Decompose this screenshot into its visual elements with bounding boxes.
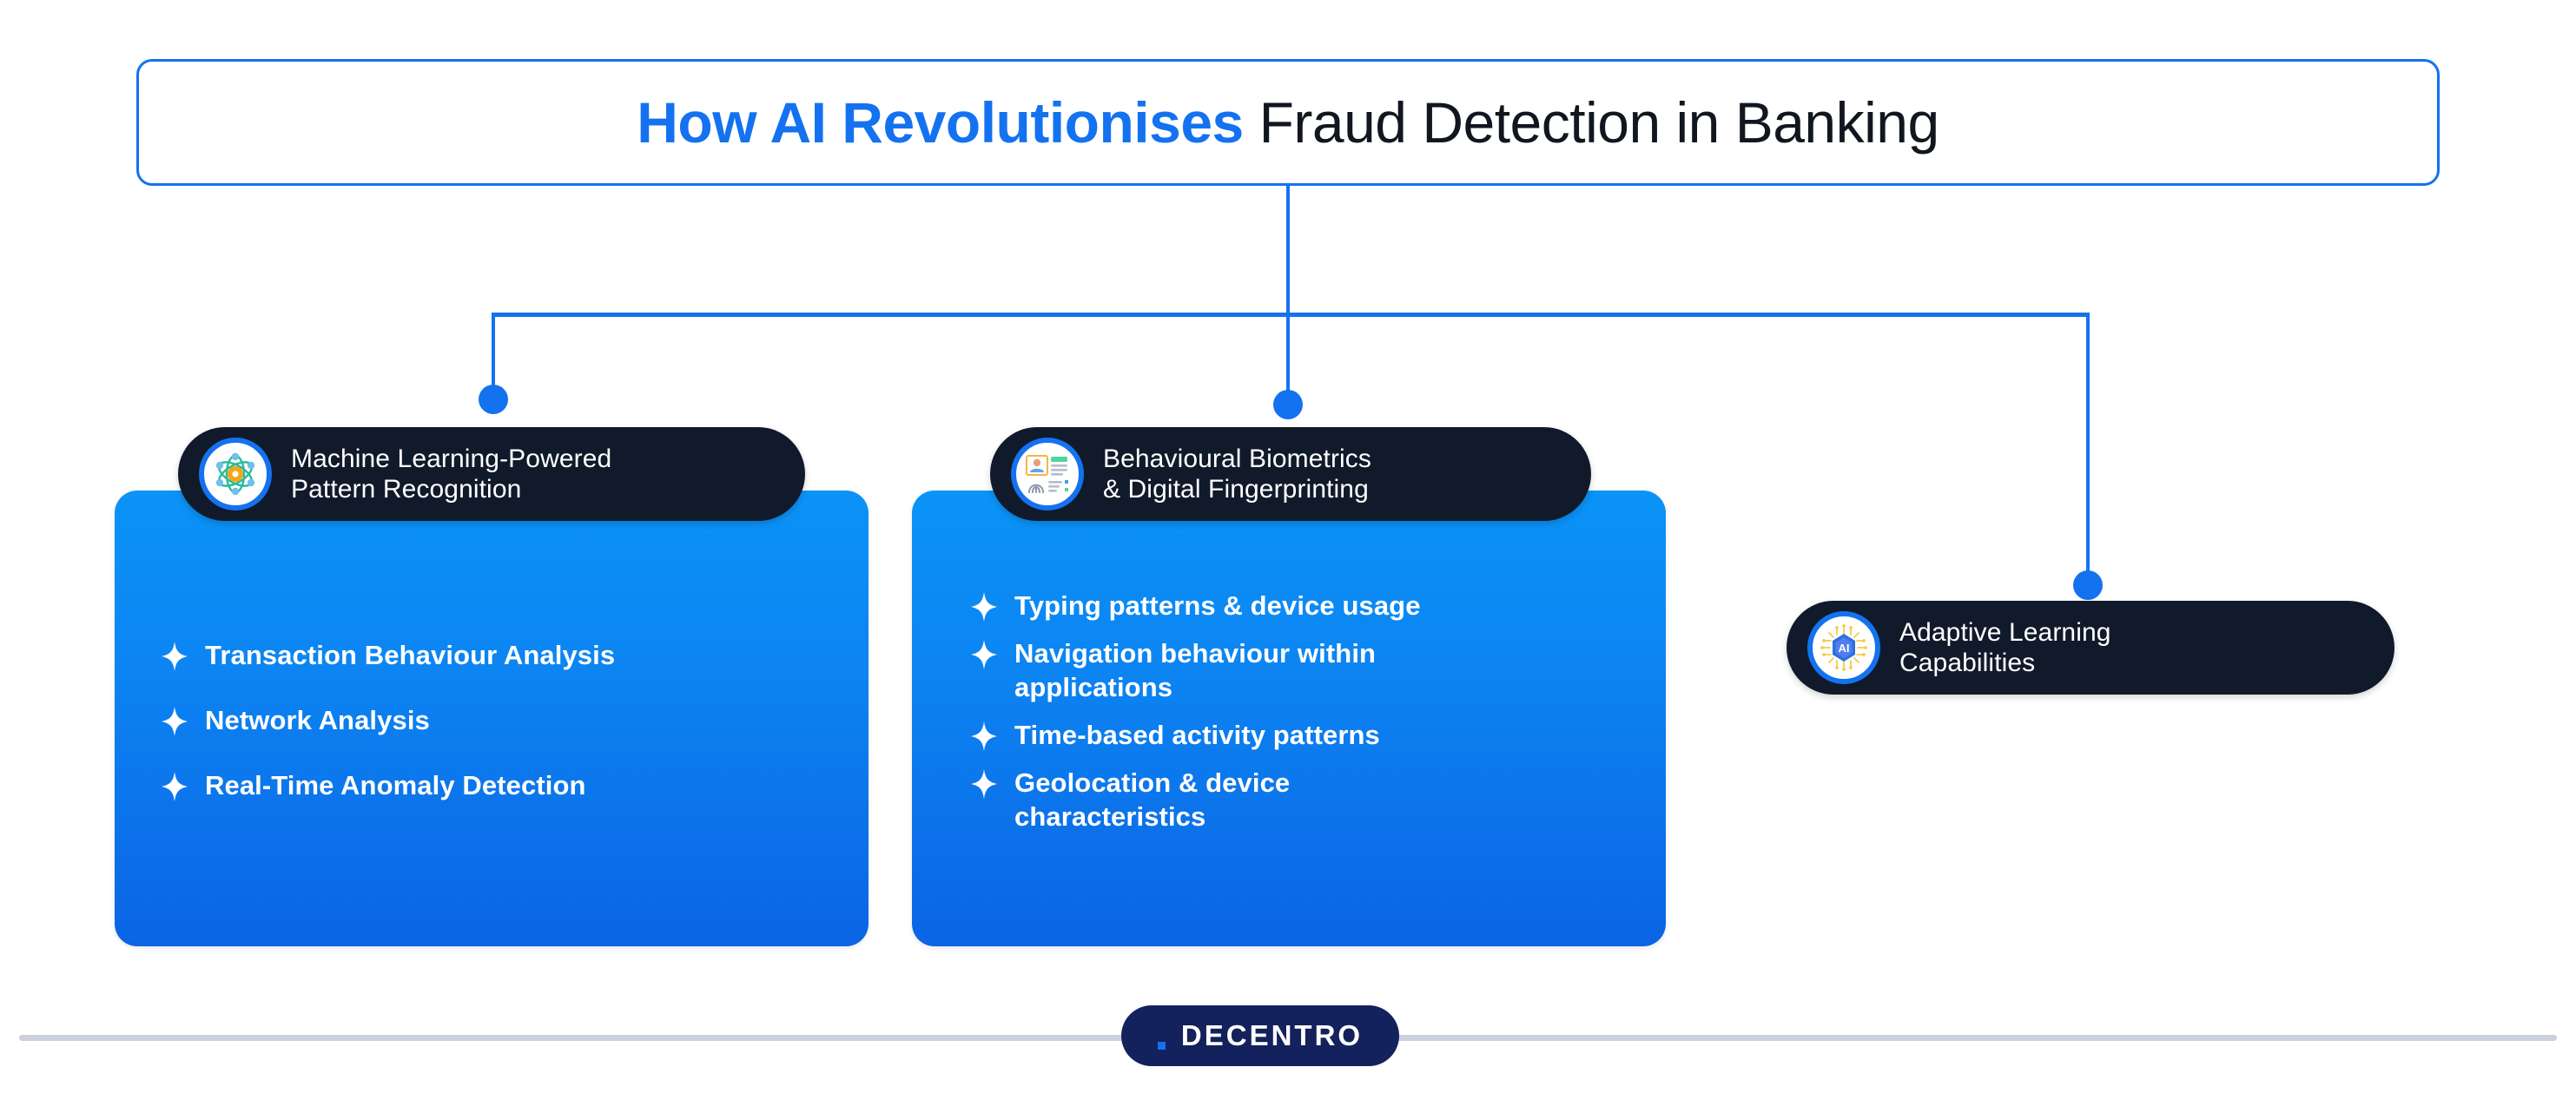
list-item-label: Transaction Behaviour Analysis	[205, 640, 616, 670]
connector-dot-right	[2073, 570, 2103, 600]
decentro-logo-text: DECENTRO	[1180, 1019, 1364, 1051]
atom-icon	[199, 438, 272, 510]
header-label-machine-learning: Machine Learning-Powered Pattern Recogni…	[291, 444, 612, 504]
connector-drop-middle	[1286, 313, 1290, 392]
id-fingerprint-icon	[1011, 438, 1084, 510]
decentro-logo[interactable]: DECENTRO	[1121, 1005, 1399, 1066]
bullet-list-behavioural-biometrics: Typing patterns & device usage Navigatio…	[971, 589, 1657, 847]
list-item: Real-Time Anomaly Detection	[162, 768, 848, 802]
sparkle-icon	[971, 769, 997, 800]
list-item: Network Analysis	[162, 703, 848, 737]
list-item: Time-based activity patterns	[971, 718, 1657, 752]
connector-dot-left	[479, 385, 508, 414]
sparkle-icon	[971, 592, 997, 622]
list-item-label: Network Analysis	[205, 705, 430, 736]
sparkle-icon	[162, 642, 188, 671]
sparkle-icon	[162, 707, 188, 737]
header-pill-adaptive-learning[interactable]: AI Adaptive Learning Capabilities	[1787, 601, 2394, 695]
list-item: Transaction Behaviour Analysis	[162, 638, 848, 672]
connector-drop-left	[492, 313, 495, 387]
list-item-label: Navigation behaviour within applications	[1014, 638, 1377, 703]
list-item-label: Geolocation & device characteristics	[1014, 767, 1291, 833]
card-behavioural-biometrics	[912, 491, 1666, 946]
connector-trunk-vertical	[1286, 186, 1290, 315]
page-title: How AI Revolutionises Fraud Detection in…	[637, 89, 1939, 155]
header-label-behavioural-biometrics: Behavioural Biometrics & Digital Fingerp…	[1103, 444, 1371, 504]
list-item: Navigation behaviour within applications	[971, 636, 1657, 704]
connector-dot-middle	[1273, 390, 1303, 419]
ai-chip-icon: AI	[1807, 611, 1880, 684]
list-item-label: Time-based activity patterns	[1014, 720, 1380, 751]
card-machine-learning	[115, 491, 869, 946]
list-item: Typing patterns & device usage	[971, 589, 1657, 622]
sparkle-icon	[971, 721, 997, 752]
list-item: Geolocation & device characteristics	[971, 766, 1657, 833]
header-pill-machine-learning[interactable]: Machine Learning-Powered Pattern Recogni…	[178, 427, 805, 521]
ai-chip-label: AI	[1839, 642, 1850, 655]
sparkle-icon	[971, 640, 997, 670]
list-item-label: Real-Time Anomaly Detection	[205, 770, 586, 801]
page-title-rest: Fraud Detection in Banking	[1243, 90, 1940, 155]
list-item-label: Typing patterns & device usage	[1014, 590, 1421, 621]
page-title-accent: How AI Revolutionises	[637, 90, 1244, 155]
header-pill-behavioural-biometrics[interactable]: Behavioural Biometrics & Digital Fingerp…	[990, 427, 1591, 521]
bullet-list-machine-learning: Transaction Behaviour Analysis Network A…	[162, 638, 848, 833]
decentro-logo-mark	[1157, 1021, 1179, 1051]
page-title-box: How AI Revolutionises Fraud Detection in…	[136, 59, 2440, 186]
connector-horizontal-bus	[493, 313, 2090, 317]
sparkle-icon	[162, 772, 188, 802]
connector-drop-right	[2086, 313, 2090, 573]
header-label-adaptive-learning: Adaptive Learning Capabilities	[1899, 617, 2111, 677]
